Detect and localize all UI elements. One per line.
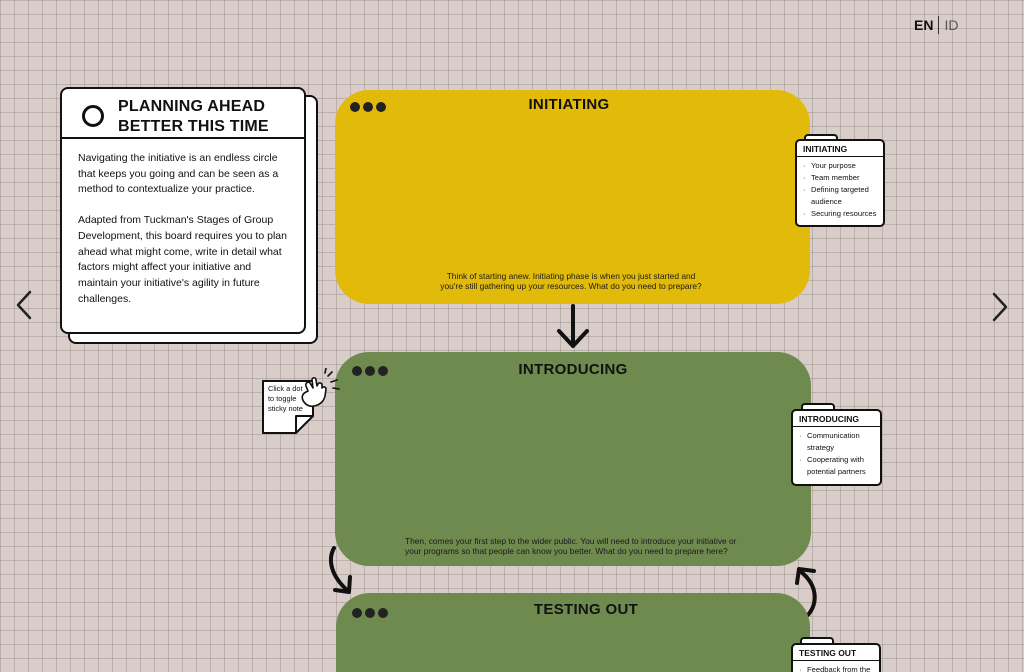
circle-icon (82, 105, 104, 127)
sticky-note-tab (800, 637, 834, 643)
sticky-note-title: INTRODUCING (793, 414, 880, 427)
dot-toggle[interactable] (365, 366, 375, 376)
next-slide-chevron-right-icon[interactable] (990, 292, 1010, 322)
language-id[interactable]: ID (944, 17, 959, 33)
dot-toggle[interactable] (376, 102, 386, 112)
sticky-note-introducing[interactable]: INTRODUCING Communication strategy Coope… (791, 409, 882, 486)
intro-paragraph-1: Navigating the initiative is an endless … (78, 152, 279, 196)
intro-card: PLANNING AHEAD BETTER THIS TIME Navigati… (60, 87, 306, 334)
dot-toggle-group (352, 608, 388, 618)
dot-toggle[interactable] (352, 608, 362, 618)
list-item: Your purpose (803, 160, 877, 172)
sticky-note-title: TESTING OUT (793, 648, 879, 661)
sticky-note-initiating[interactable]: INITIATING Your purpose Team member Defi… (795, 139, 885, 227)
previous-slide-chevron-left-icon[interactable] (14, 290, 34, 320)
list-item: Communication strategy (799, 430, 874, 454)
stage-title: INTRODUCING (518, 361, 628, 378)
stage-description: Then, comes your first step to the wider… (405, 536, 737, 557)
pointing-hand-icon (301, 368, 340, 408)
sticky-note-list: Your purpose Team member Defining target… (803, 160, 877, 220)
stage-title: INITIATING (528, 96, 610, 113)
language-switch: EN ID (914, 16, 958, 34)
dot-toggle[interactable] (352, 366, 362, 376)
dot-toggle-group (352, 366, 388, 376)
intro-body: Navigating the initiative is an endless … (62, 139, 304, 307)
stage-panel-initiating: INITIATING Think of starting anew. Initi… (335, 90, 810, 304)
intro-header: PLANNING AHEAD BETTER THIS TIME (62, 89, 304, 139)
hint-text: Click a dot to toggle sticky note (268, 384, 303, 413)
list-item: Cooperating with potential partners (799, 454, 874, 478)
sticky-note-tab (801, 403, 835, 409)
curved-arrow-down-icon (329, 546, 352, 594)
sticky-note-list: Communication strategy Cooperating with … (799, 430, 874, 478)
intro-paragraph-2: Adapted from Tuckman's Stages of Group D… (78, 214, 287, 305)
dot-toggle[interactable] (378, 608, 388, 618)
curved-arrow-up-icon (795, 567, 817, 617)
language-en[interactable]: EN (914, 17, 934, 33)
stage-title: TESTING OUT (533, 601, 639, 618)
list-item: Securing resources (803, 208, 877, 220)
list-item: Team member (803, 172, 877, 184)
dot-toggle[interactable] (378, 366, 388, 376)
dot-toggle[interactable] (350, 102, 360, 112)
sticky-note-list: Feedback from the (799, 664, 873, 672)
arrow-down-icon (557, 304, 589, 348)
sticky-note-title: INITIATING (797, 144, 883, 157)
hint-sticky-note (262, 380, 314, 434)
stage-panel-introducing: INTRODUCING Then, comes your first step … (335, 352, 811, 566)
intro-title: PLANNING AHEAD BETTER THIS TIME (118, 97, 269, 137)
sticky-note-testing-out[interactable]: TESTING OUT Feedback from the (791, 643, 881, 672)
language-divider (938, 16, 940, 34)
list-item: Feedback from the (799, 664, 873, 672)
intro-title-line1: PLANNING AHEAD (118, 98, 266, 115)
stage-panel-testing-out: TESTING OUT (336, 593, 810, 672)
dot-toggle[interactable] (365, 608, 375, 618)
dot-toggle[interactable] (363, 102, 373, 112)
list-item: Defining targeted audience (803, 184, 877, 208)
intro-title-line2: BETTER THIS TIME (118, 118, 269, 135)
dot-toggle-group (350, 102, 386, 112)
stage-description: Think of starting anew. Initiating phase… (440, 271, 702, 292)
sticky-note-tab (804, 134, 838, 140)
